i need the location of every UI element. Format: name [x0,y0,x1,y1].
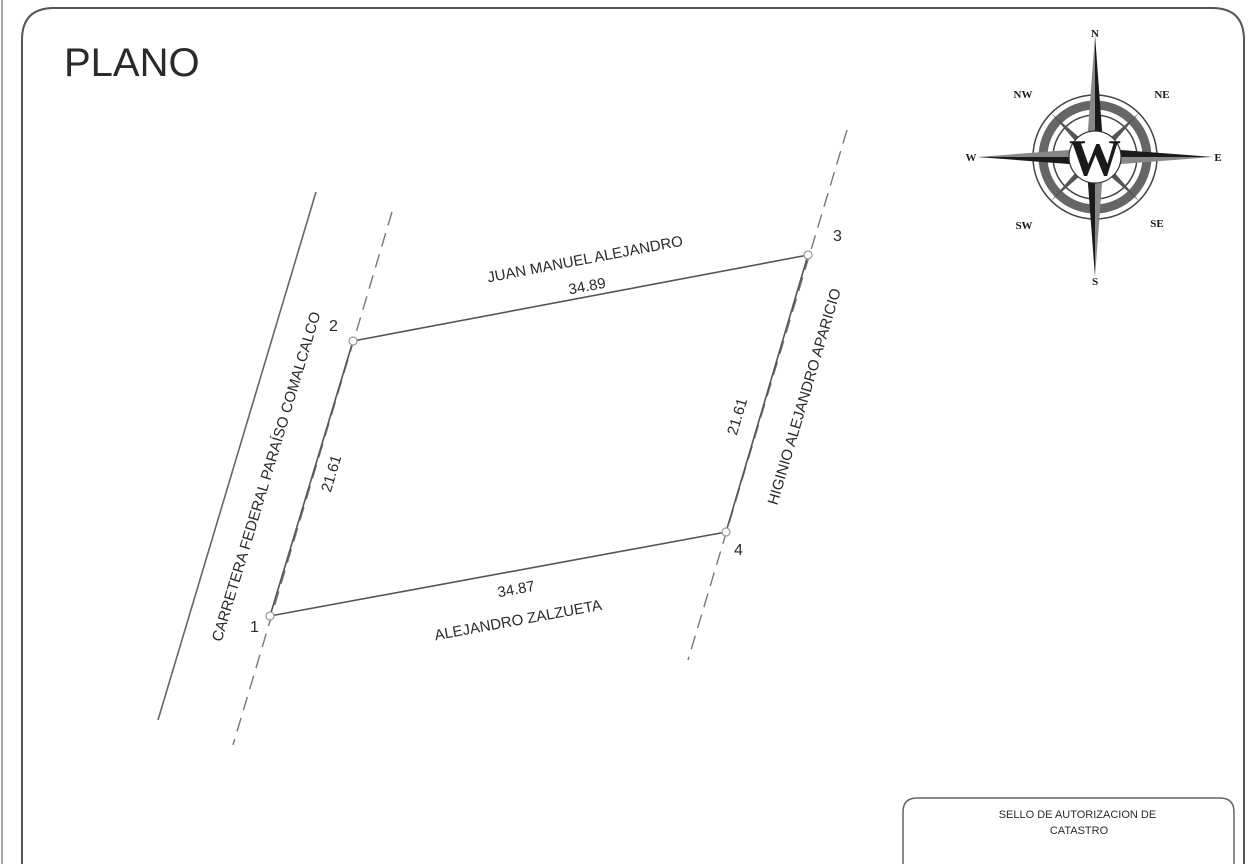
sheet-border [21,7,1245,864]
side-south [269,531,727,617]
page-title: PLANO [64,41,200,85]
vertex-marker-3 [803,250,813,260]
south-neighbor-label: ALEJANDRO ZALZUETA [433,597,603,644]
vertex-label-4: 4 [734,542,743,559]
compass-dir-ne: NE [1154,89,1169,101]
east-guide-dashed [687,129,848,661]
compass-dir-w: W [966,152,977,164]
compass-cardinal-points [977,35,1213,277]
vertex-marker-2 [348,336,358,346]
side-west [269,340,354,617]
stamp-label: SELLO DE AUTORIZACION DE CATASTRO [999,809,1160,837]
compass-dir-n: N [1091,28,1099,40]
west-length-label: 21.61 [318,453,345,494]
vertex-marker-4 [721,527,731,537]
vertex-label-3: 3 [833,228,842,245]
side-east [725,254,809,533]
east-neighbor-label: HIGINIO ALEJANDRO APARICIO [765,287,845,507]
compass-center-letter: W [1069,130,1121,187]
vertex-label-1: 1 [250,619,259,636]
west-neighbor-label: CARRETERA FEDERAL PARAÍSO COMALCALCO [209,310,325,644]
stamp-box [902,797,1235,864]
compass-dir-s: S [1092,276,1098,288]
south-length-label: 34.87 [496,578,536,601]
west-guide-dashed [232,211,393,746]
compass-dir-sw: SW [1015,220,1032,232]
compass-rose: W N S E W NE NW SE SW [966,28,1222,288]
vertex-label-2: 2 [329,318,338,335]
side-north [352,254,809,342]
compass-dir-e: E [1214,152,1221,164]
east-length-label: 21.61 [724,396,751,437]
compass-dir-se: SE [1150,218,1163,230]
north-length-label: 34.89 [567,275,607,299]
compass-dir-nw: NW [1014,89,1033,101]
road-edge-line [157,191,317,721]
vertex-marker-1 [265,611,275,621]
